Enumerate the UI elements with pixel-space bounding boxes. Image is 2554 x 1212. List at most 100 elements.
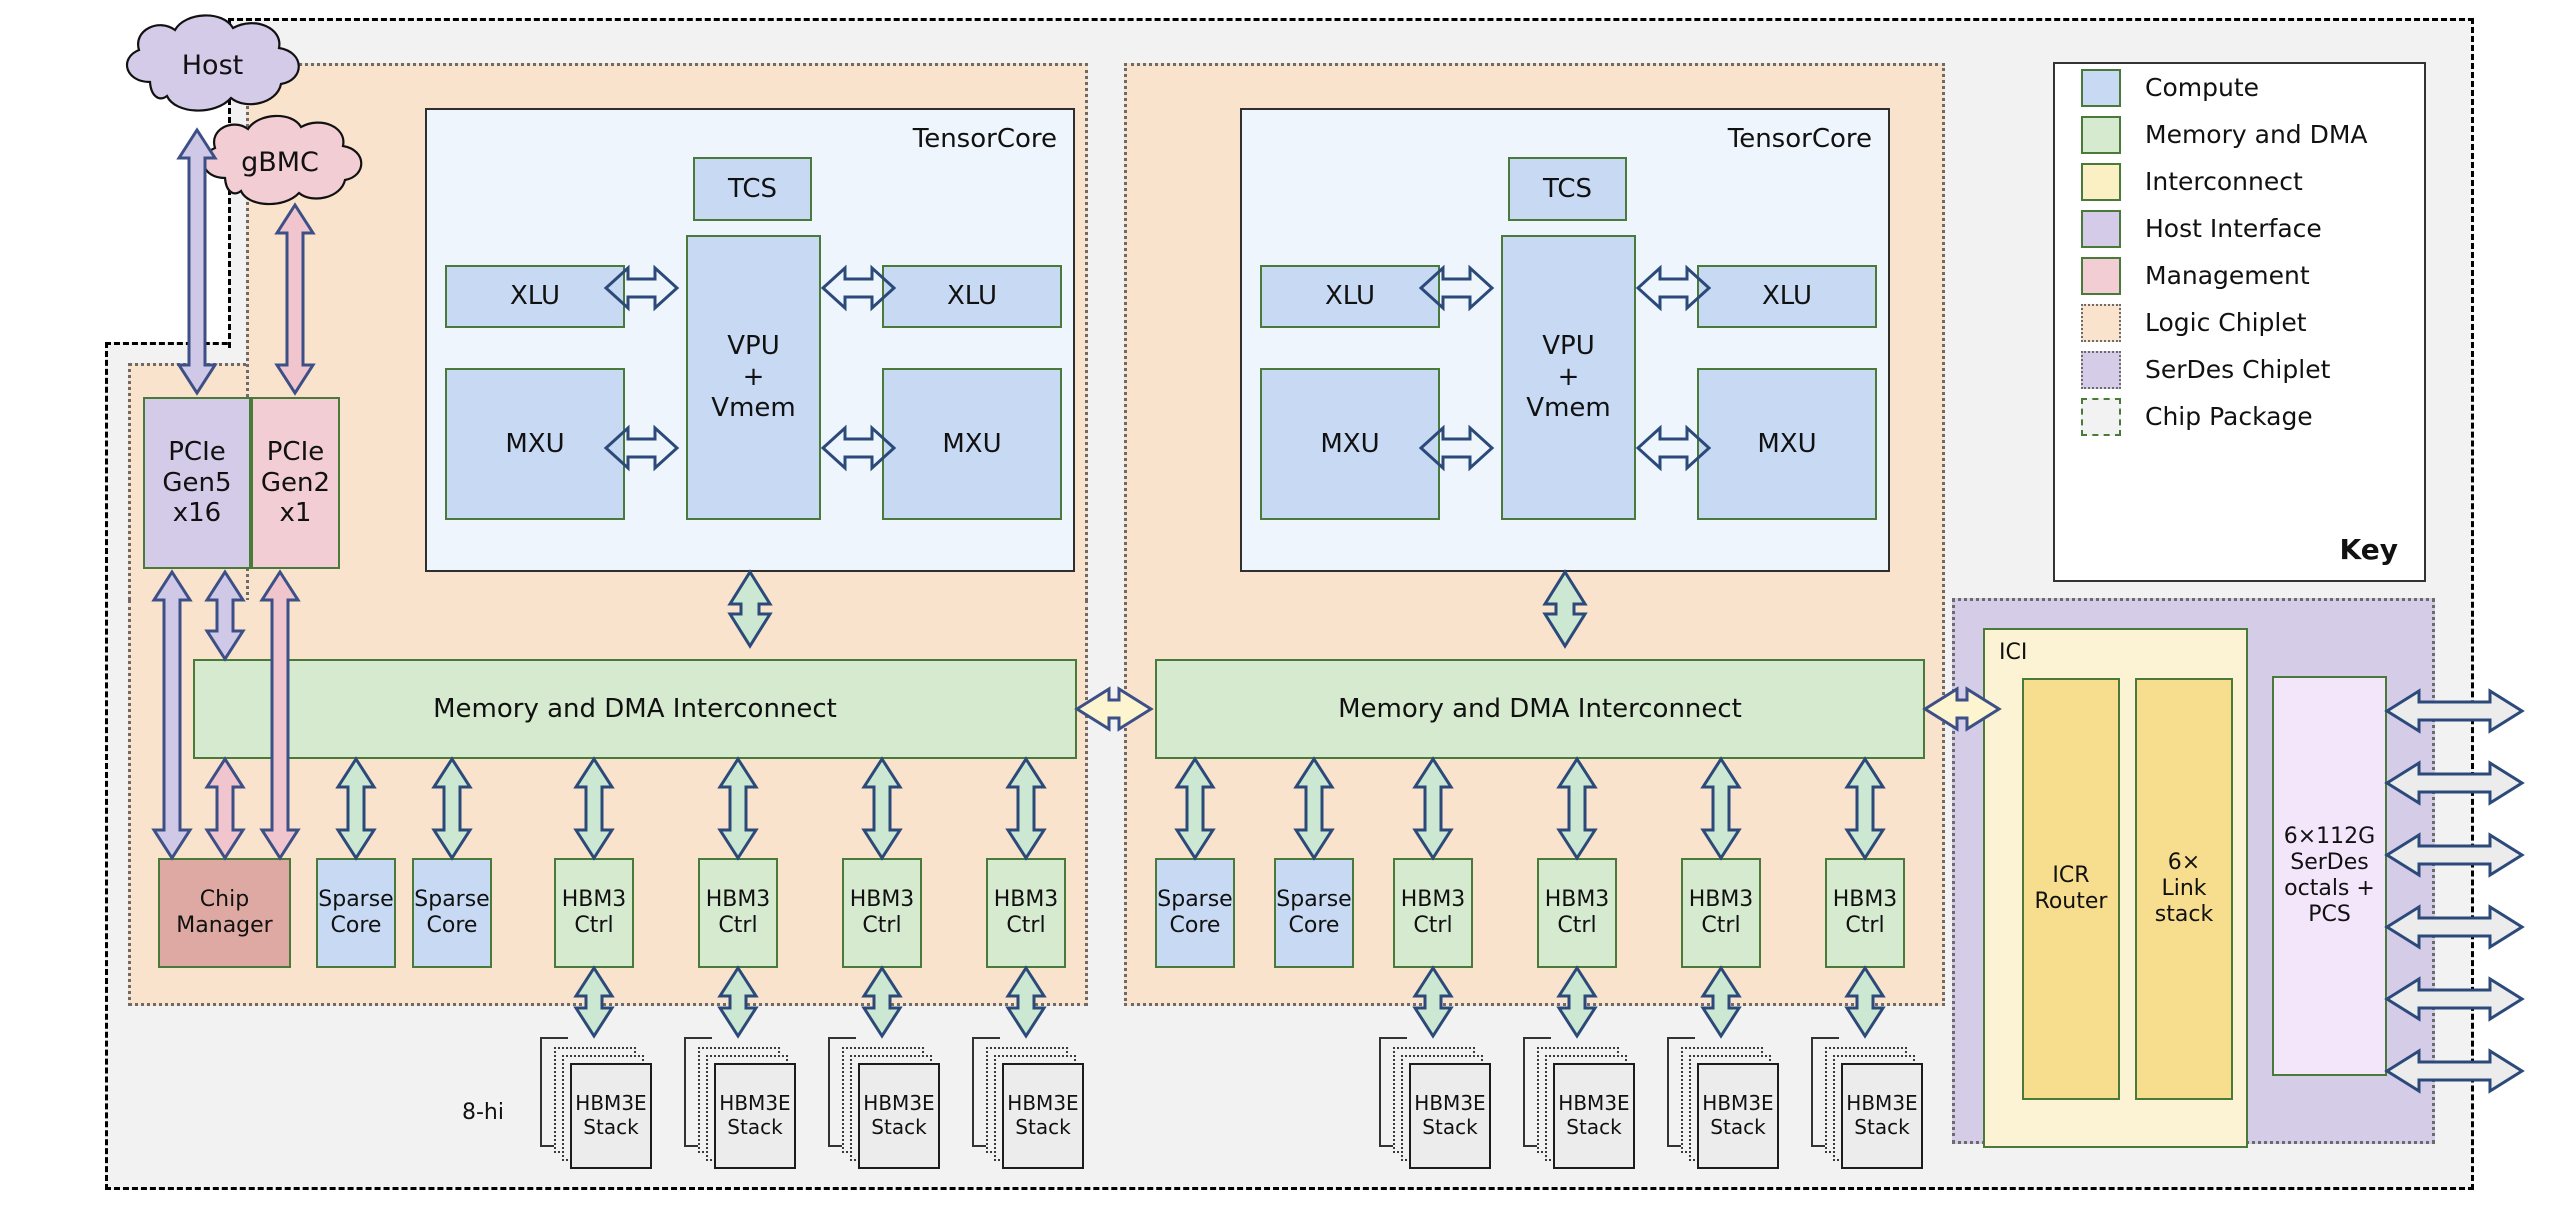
xlu-right-block[interactable]: XLU [882,265,1062,328]
hbm3-ctrl-l1: Ctrl [1413,913,1453,938]
legend-item[interactable]: Compute [2055,64,2424,111]
vpu-line: VPU [727,331,780,362]
sparse-core-block[interactable]: Sparse Core [412,858,492,968]
hbm3e-stack-block[interactable]: HBM3E Stack [570,1063,652,1169]
legend-label: Management [2145,261,2310,290]
pcie-gen2-l0: PCIe [266,436,325,467]
vpu-vmem-block[interactable]: VPU + Vmem [686,235,821,520]
hbm3e-stack-block[interactable]: HBM3E Stack [1841,1063,1923,1169]
pcie-gen5-l0: PCIe [168,436,226,467]
legend-swatch-interconnect [2081,162,2121,201]
host-cloud[interactable]: Host [105,10,320,120]
link-stack-column[interactable]: 6× Link stack [2135,678,2233,1100]
legend-label: Chip Package [2145,402,2313,431]
hbm3-ctrl-block[interactable]: HBM3 Ctrl [554,858,634,968]
pcie-gen2-block[interactable]: PCIe Gen2 x1 [251,397,340,569]
hbm3e-l1: Stack [1015,1115,1071,1139]
tcs-block[interactable]: TCS [693,157,812,221]
sparse-core-block[interactable]: Sparse Core [316,858,396,968]
xlu-left-block[interactable]: XLU [1260,265,1440,328]
tensorcore-right: TensorCore TCS VPU + Vmem XLU XLU MXU MX… [1240,108,1890,572]
sparse-core-l1: Core [1288,913,1340,938]
vpu-line: VPU [1542,331,1595,362]
sparse-core-block[interactable]: Sparse Core [1274,858,1354,968]
hbm3-ctrl-l0: HBM3 [1832,887,1898,913]
tcs-block[interactable]: TCS [1508,157,1627,221]
hbm3e-l1: Stack [1710,1115,1766,1139]
hbm3e-l0: HBM3E [575,1091,647,1116]
vpu-vmem-block[interactable]: VPU + Vmem [1501,235,1636,520]
mxu-left-block[interactable]: MXU [445,368,625,520]
pcie-gen5-l2: x16 [172,498,222,529]
hbm3e-stack-block[interactable]: HBM3E Stack [1697,1063,1779,1169]
ici-block[interactable]: ICI ICR Router 6× Link stack [1983,628,2248,1148]
hbm3e-stack-block[interactable]: HBM3E Stack [1002,1063,1084,1169]
hbm3-ctrl-block[interactable]: HBM3 Ctrl [1825,858,1905,968]
hbm3-ctrl-l0: HBM3 [705,887,771,913]
hbm3e-l1: Stack [871,1115,927,1139]
icr-router-l0: ICR [2052,863,2090,889]
legend-item[interactable]: Host Interface [2055,205,2424,252]
hbm3e-l1: Stack [1422,1115,1478,1139]
serdes-l1: SerDes [2290,850,2369,876]
hbm3e-l0: HBM3E [1414,1091,1486,1116]
host-label: Host [181,49,244,81]
hbm3-ctrl-block[interactable]: HBM3 Ctrl [698,858,778,968]
hbm3-ctrl-block[interactable]: HBM3 Ctrl [1537,858,1617,968]
gbmc-cloud[interactable]: gBMC [185,110,375,215]
hbm3e-stack-block[interactable]: HBM3E Stack [1553,1063,1635,1169]
hbm-height-annotation: 8-hi [462,1100,504,1125]
serdes-octals-block[interactable]: 6×112G SerDes octals + PCS [2272,676,2387,1076]
legend-item[interactable]: Interconnect [2055,158,2424,205]
hbm3-ctrl-l1: Ctrl [574,913,614,938]
mxu-right-block[interactable]: MXU [882,368,1062,520]
tensorcore-left: TensorCore TCS VPU + Vmem XLU XLU MXU MX… [425,108,1075,572]
hbm3-ctrl-block[interactable]: HBM3 Ctrl [1681,858,1761,968]
legend-swatch-host-interface [2081,209,2121,248]
hbm3-ctrl-l1: Ctrl [1701,913,1741,938]
legend-panel: Compute Memory and DMA Interconnect Host… [2053,62,2426,582]
hbm3-ctrl-block[interactable]: HBM3 Ctrl [1393,858,1473,968]
xlu-left-block[interactable]: XLU [445,265,625,328]
hbm3-ctrl-block[interactable]: HBM3 Ctrl [986,858,1066,968]
legend-swatch-management [2081,256,2121,295]
legend-item[interactable]: Management [2055,252,2424,299]
hbm3e-stack-block[interactable]: HBM3E Stack [714,1063,796,1169]
chip-manager-block[interactable]: Chip Manager [158,858,291,968]
mxu-right-block[interactable]: MXU [1697,368,1877,520]
legend-item[interactable]: Chip Package [2055,393,2424,440]
hbm3-ctrl-l1: Ctrl [1557,913,1597,938]
hbm3-ctrl-l0: HBM3 [993,887,1059,913]
serdes-l0: 6×112G [2283,824,2376,850]
legend-item[interactable]: SerDes Chiplet [2055,346,2424,393]
hbm3-ctrl-l0: HBM3 [1688,887,1754,913]
legend-label: Logic Chiplet [2145,308,2307,337]
hbm3e-l0: HBM3E [1846,1091,1918,1116]
icr-router-column[interactable]: ICR Router [2022,678,2120,1100]
hbm3-ctrl-l0: HBM3 [849,887,915,913]
serdes-l3: PCS [2308,901,2351,927]
hbm3e-l0: HBM3E [719,1091,791,1116]
gbmc-label: gBMC [241,147,319,178]
legend-swatch-memory-dma [2081,115,2121,154]
memory-dma-interconnect-left[interactable]: Memory and DMA Interconnect [193,659,1077,759]
hbm3e-stack-block[interactable]: HBM3E Stack [1409,1063,1491,1169]
hbm3-ctrl-l1: Ctrl [1006,913,1046,938]
memory-dma-interconnect-right[interactable]: Memory and DMA Interconnect [1155,659,1925,759]
xlu-right-block[interactable]: XLU [1697,265,1877,328]
mxu-left-block[interactable]: MXU [1260,368,1440,520]
pcie-gen2-l1: Gen2 [260,467,331,498]
sparse-core-block[interactable]: Sparse Core [1155,858,1235,968]
legend-item[interactable]: Logic Chiplet [2055,299,2424,346]
legend-label: Host Interface [2145,214,2322,243]
legend-item[interactable]: Memory and DMA [2055,111,2424,158]
legend-label: Memory and DMA [2145,120,2368,149]
legend-label: SerDes Chiplet [2145,355,2331,384]
legend-label: Interconnect [2145,167,2303,196]
hbm3e-l1: Stack [1854,1115,1910,1139]
hbm3e-stack-block[interactable]: HBM3E Stack [858,1063,940,1169]
pcie-gen5-block[interactable]: PCIe Gen5 x16 [143,397,251,569]
hbm3e-l1: Stack [727,1115,783,1139]
hbm3-ctrl-block[interactable]: HBM3 Ctrl [842,858,922,968]
sparse-core-l0: Sparse [414,887,490,913]
